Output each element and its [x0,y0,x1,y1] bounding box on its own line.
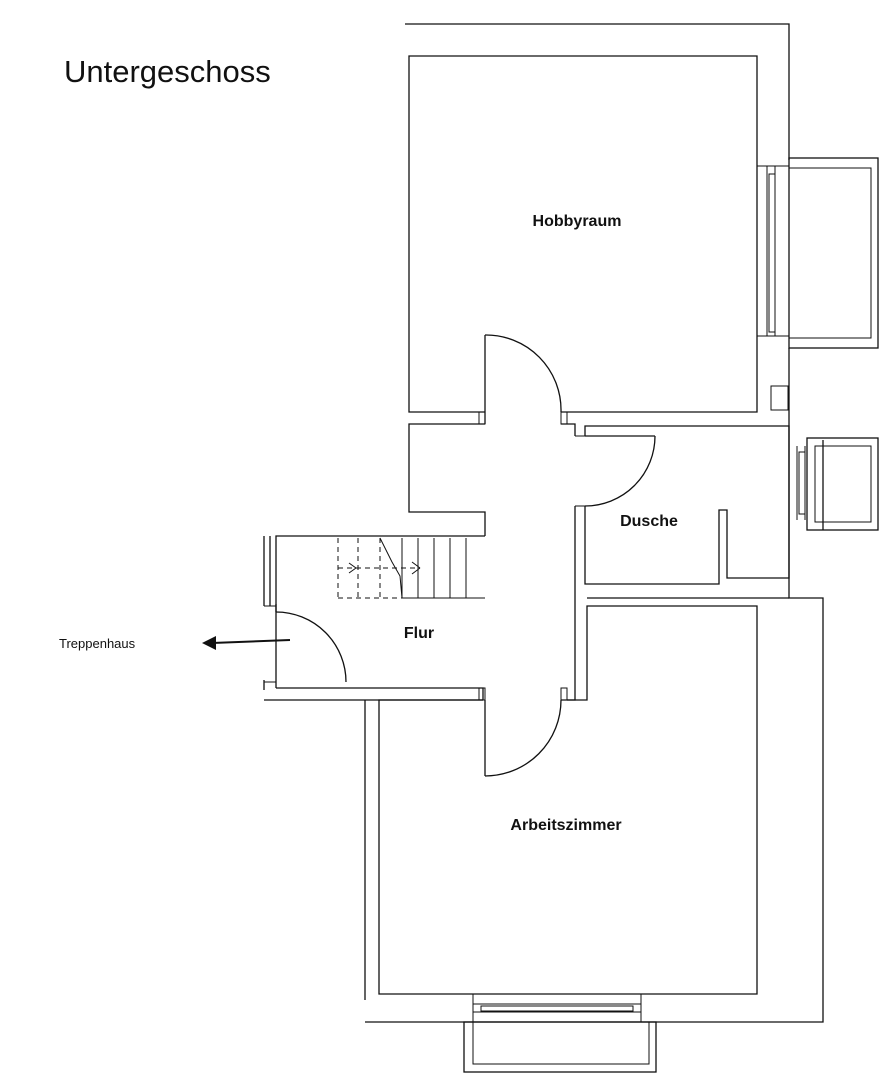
room-label-dusche: Dusche [620,513,678,530]
door-treppenhaus [263,536,347,690]
door-arbeitszimmer [484,699,562,777]
room-dusche: Dusche [575,425,790,585]
room-label-flur: Flur [404,625,434,642]
window-dusche [796,437,879,531]
room-hobbyraum: Hobbyraum [408,55,789,413]
room-label-hobbyraum: Hobbyraum [533,213,622,230]
plan-title: Untergeschoss [64,54,271,89]
outer-walls [264,23,824,1023]
room-arbeitszimmer: Arbeitszimmer [364,597,789,1000]
exit-indicator: Treppenhaus [59,636,291,651]
room-label-arbeitszimmer: Arbeitszimmer [510,817,621,834]
staircase [337,537,485,599]
room-flur: Flur [275,423,576,701]
door-hobbyraum [478,334,568,425]
window-hobbyraum [788,157,879,349]
stair-arrow-icon [411,561,421,575]
stair-arrow-icon [348,562,357,574]
window-arbeitszimmer [463,994,657,1073]
exit-label: Treppenhaus [59,636,136,651]
arrow-left-icon [202,636,216,650]
